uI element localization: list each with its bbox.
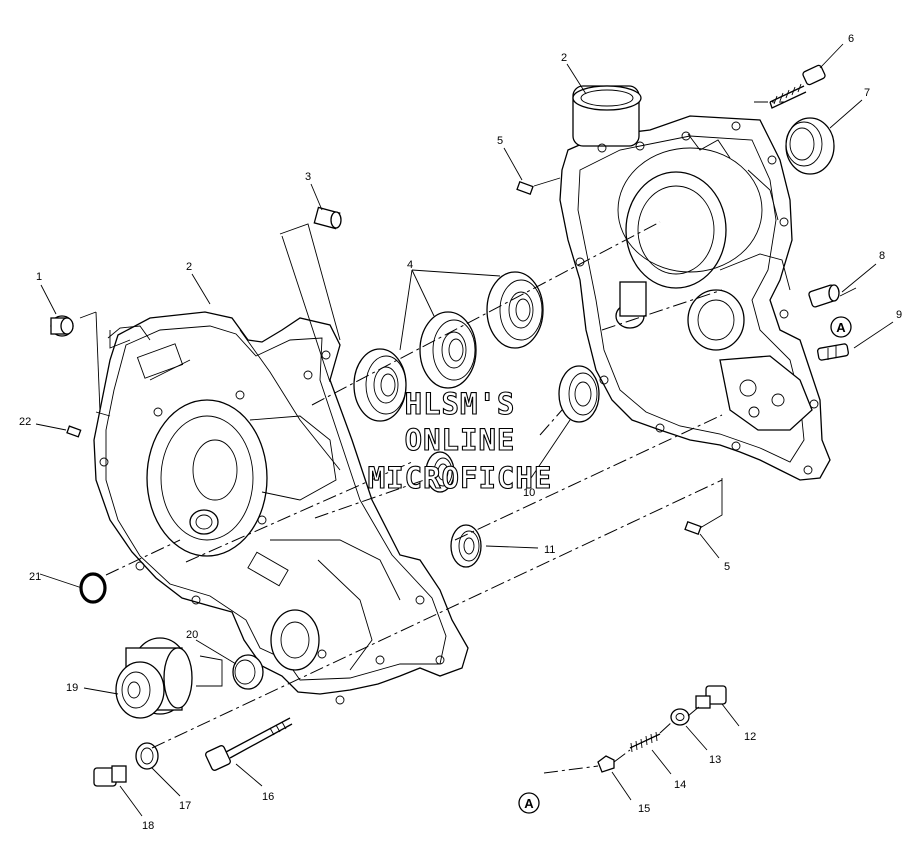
sleeve-1 [50, 315, 74, 337]
callout-5-top: 5 [497, 135, 503, 147]
callout-5-bottom: 5 [724, 561, 730, 573]
washer-17 [135, 742, 159, 770]
svg-text:A: A [836, 320, 846, 335]
callout-17: 17 [179, 800, 191, 812]
callout-1: 1 [36, 271, 42, 283]
callout-2-right: 2 [561, 52, 567, 64]
bearing-10 [558, 365, 600, 423]
o-ring-21 [79, 572, 107, 604]
right-crankcase [559, 85, 831, 481]
callout-6: 6 [848, 33, 854, 45]
reference-marker-a-right: A [830, 316, 852, 338]
callout-7: 7 [864, 87, 870, 99]
dowel-pin-5-top [516, 181, 534, 195]
sleeve-3 [313, 206, 342, 230]
callout-19: 19 [66, 682, 78, 694]
callout-22: 22 [19, 416, 31, 428]
seal-20 [232, 654, 264, 690]
callout-9: 9 [896, 309, 902, 321]
alignment-lines [79, 101, 857, 774]
bearing-4-left [353, 348, 407, 422]
callout-2-left: 2 [186, 261, 192, 273]
plug-8 [808, 284, 840, 308]
callout-18: 18 [142, 820, 154, 832]
callout-11: 11 [544, 544, 555, 556]
callout-15: 15 [638, 803, 650, 815]
bearing-4-middle [419, 311, 477, 389]
callout-16: 16 [262, 791, 274, 803]
svg-text:A: A [524, 796, 534, 811]
bearing-4-right [486, 271, 544, 349]
callout-14: 14 [674, 779, 686, 791]
callout-numbers: 1 2 2 3 4 5 5 6 7 8 9 10 11 12 13 14 15 … [19, 33, 902, 832]
plunger-15 [597, 755, 615, 773]
bolt-12 [695, 685, 727, 709]
callout-12: 12 [744, 731, 756, 743]
drain-plug-18 [93, 765, 127, 787]
left-crankcase [93, 311, 469, 705]
callout-4: 4 [407, 259, 413, 271]
bolt-6 [769, 64, 826, 109]
watermark-line-1: HLSM'S [405, 387, 516, 421]
callout-3: 3 [305, 171, 311, 183]
oil-filter-cap-19 [115, 637, 193, 719]
oil-seal-7 [785, 117, 835, 175]
dowel-pin-22 [66, 425, 82, 438]
stud-bolt-16 [205, 717, 293, 771]
bearing-11 [450, 524, 482, 568]
bearing-10-small [425, 451, 455, 493]
washer-13 [670, 708, 690, 726]
spring-14 [629, 731, 661, 753]
callout-21: 21 [29, 571, 41, 583]
watermark-line-3: MICROFICHE [368, 461, 553, 495]
watermark-line-2: ONLINE [405, 423, 516, 457]
leader-lines [35, 43, 894, 817]
watermark: HLSM'S ONLINE MICROFICHE [367, 386, 553, 495]
callout-10: 10 [523, 487, 535, 499]
callout-13: 13 [709, 754, 721, 766]
fitting-9 [817, 343, 849, 361]
callout-20: 20 [186, 629, 198, 641]
callout-8: 8 [879, 250, 885, 262]
dowel-pin-5-bottom [684, 521, 702, 535]
reference-marker-a-bottom: A [518, 792, 540, 814]
